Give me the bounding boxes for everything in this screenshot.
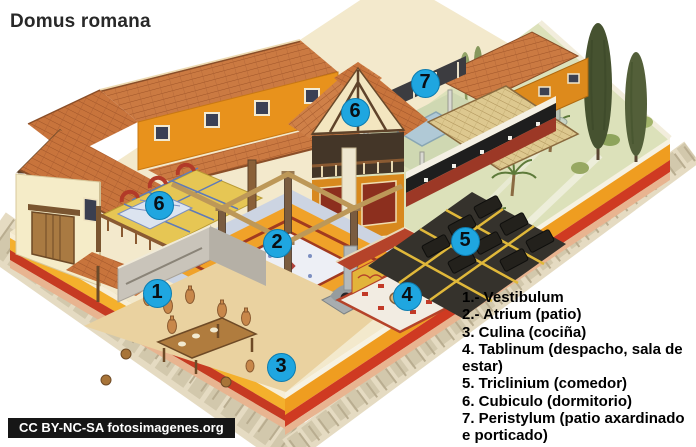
couches — [421, 195, 555, 274]
legend-item-2: 2.- Atrium (patio) — [462, 306, 582, 324]
door-lintel — [28, 204, 80, 216]
badge-peristylum: 7 — [410, 68, 440, 98]
clerestory-windows — [154, 88, 320, 141]
legend-item-5: 5. Triclinium (comedor) — [462, 375, 628, 393]
facade — [15, 173, 162, 302]
legend-item-6: 6. Cubiculo (dormitorio) — [462, 392, 632, 410]
badge-cubiculo-upper: 6 — [340, 97, 370, 127]
compluvium-beams — [170, 171, 404, 245]
badge-cubiculo-lower: 6 — [144, 190, 174, 220]
legend-item-1: 1.- Vestibulum — [462, 289, 564, 306]
badge-triclinium: 5 — [450, 226, 480, 256]
culina-furniture — [100, 317, 258, 388]
kitchen-table — [156, 317, 258, 359]
cypress-trees — [584, 23, 647, 162]
badge-tablinum: 4 — [392, 281, 422, 311]
license-attribution: CC BY-NC-SA fotosimagenes.org — [8, 418, 235, 438]
badge-atrium: 2 — [262, 228, 292, 258]
legend-item-3: 3. Culina (cociña) — [462, 323, 587, 341]
page-title: Domus romana — [10, 11, 151, 32]
badge-culina: 3 — [266, 352, 296, 382]
badge-vestibulum: 1 — [142, 278, 172, 308]
facade-window — [83, 197, 98, 223]
